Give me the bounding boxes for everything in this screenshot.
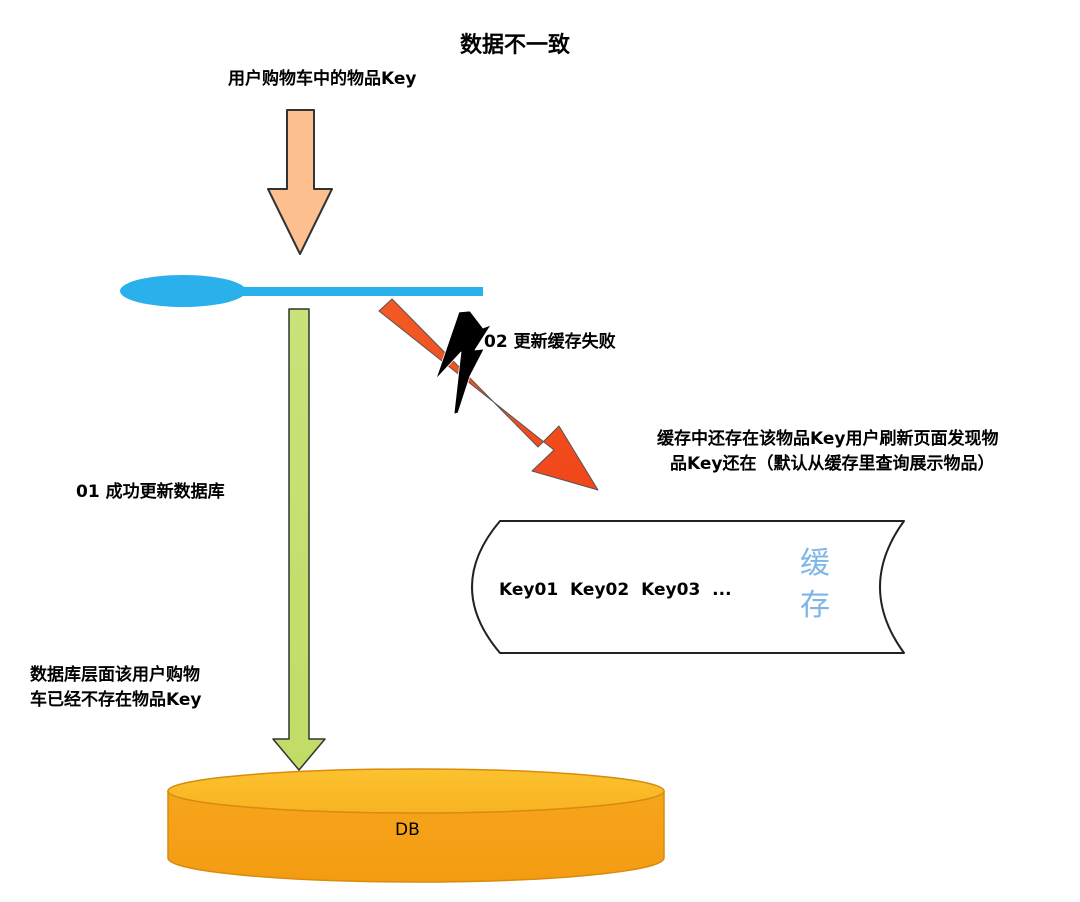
diagram-title: 数据不一致	[459, 33, 570, 58]
spoon-shape	[120, 275, 483, 307]
step2-label: 02 更新缓存失败	[484, 332, 616, 352]
cache-keys-label: Key01 Key02 Key03 ...	[499, 580, 732, 600]
cache-note-line2: 品Key还在（默认从缓存里查询展示物品）	[670, 454, 995, 474]
cache-cylinder	[471, 520, 905, 654]
db-label: DB	[395, 820, 420, 840]
cache-update-arrow	[378, 298, 599, 491]
db-note-line2: 车已经不存在物品Key	[30, 690, 202, 710]
input-arrow	[267, 109, 333, 255]
cache-note-line1: 缓存中还存在该物品Key用户刷新页面发现物	[657, 429, 999, 449]
lightning-bolt-icon	[435, 310, 492, 415]
step1-label: 01 成功更新数据库	[76, 482, 225, 502]
db-cylinder	[167, 768, 665, 883]
input-label: 用户购物车中的物品Key	[228, 69, 417, 89]
cache-title: 缓存	[800, 546, 830, 623]
db-update-arrow	[272, 308, 326, 771]
db-note-line1: 数据库层面该用户购物	[30, 665, 200, 685]
